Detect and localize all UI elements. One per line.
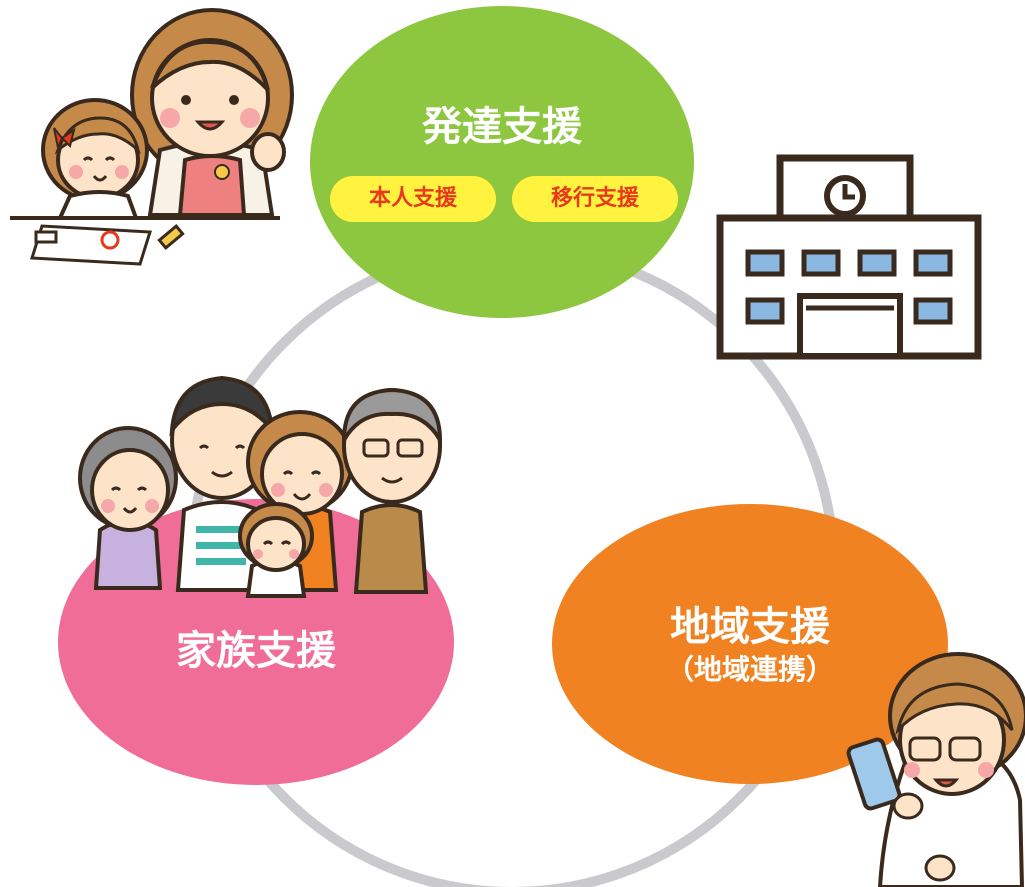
community-support-title: 地域支援 (670, 604, 830, 650)
development-support-title: 発達支援 (422, 104, 582, 150)
family-support-title: 家族支援 (176, 628, 336, 674)
community-support-ellipse (552, 504, 948, 784)
transition-support-pill: 移行支援 (512, 176, 678, 222)
staff-with-tablet-illustration (846, 652, 1025, 887)
individual-support-pill: 本人支援 (330, 176, 496, 222)
school-building-icon (716, 154, 982, 360)
development-support-ellipse (310, 6, 694, 318)
community-support-subtitle: （地域連携） (665, 653, 834, 686)
mother-child-drawing-illustration (10, 8, 294, 266)
family-group-illustration (78, 375, 443, 598)
